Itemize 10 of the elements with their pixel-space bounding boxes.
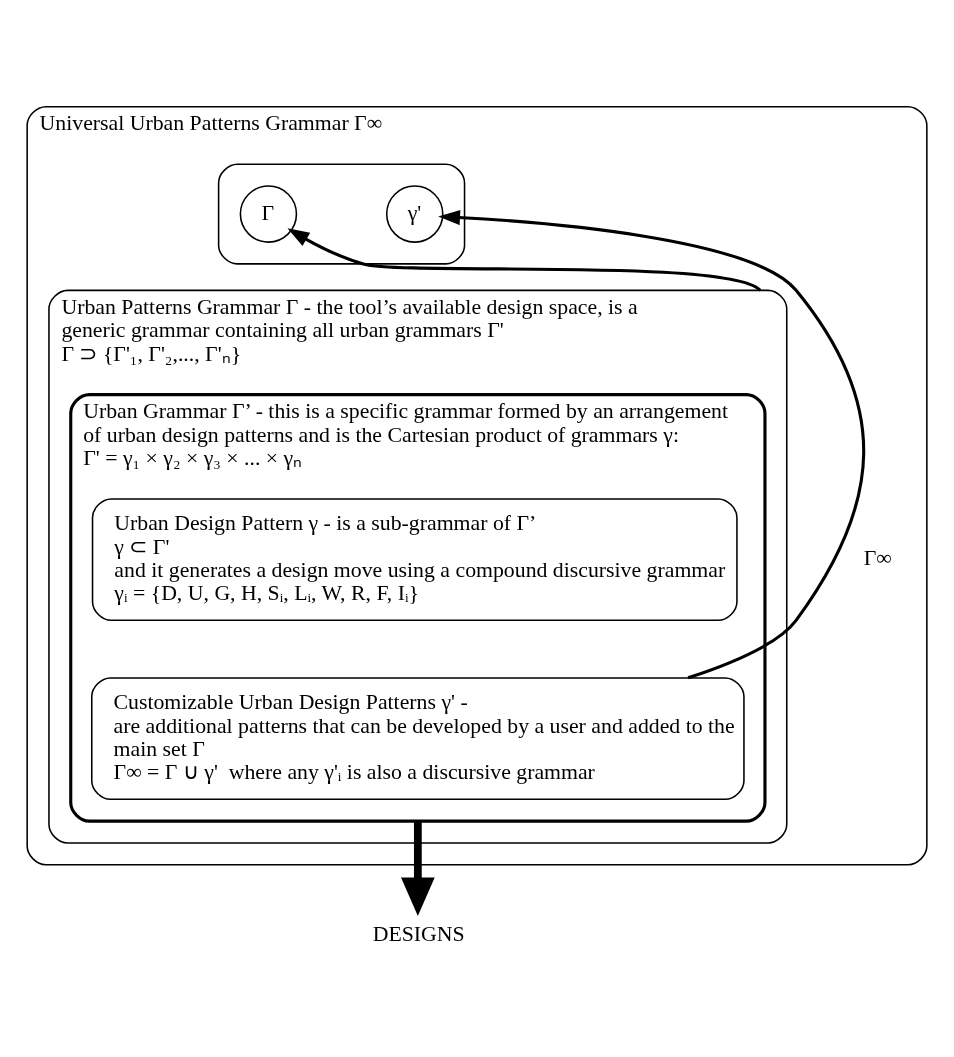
edge-label: Γ∞ <box>863 546 892 571</box>
node-box: Urban Design Pattern γ - is a sub-grammar of Γ’ γ ⊂ Γ' and it generates a design move using a compound discursive grammar γᵢ = {D, U, G, H, Sᵢ, Lᵢ, W, R, F, Iᵢ} <box>91 498 738 622</box>
node-text: DESIGNS <box>372 921 465 946</box>
arrow <box>401 821 435 917</box>
node-circle: γ' <box>385 185 444 243</box>
node-box: Customizable Urban Design Patterns γ' - are additional patterns that can be developed by a user and added to the main set Γ Γ∞ = Γ ∪ γ' where any γ'ᵢ is also a discursive grammar <box>91 677 745 801</box>
arrow <box>438 209 866 680</box>
node-circle: Γ <box>239 185 298 243</box>
arrow <box>287 228 761 292</box>
cluster <box>217 163 466 265</box>
